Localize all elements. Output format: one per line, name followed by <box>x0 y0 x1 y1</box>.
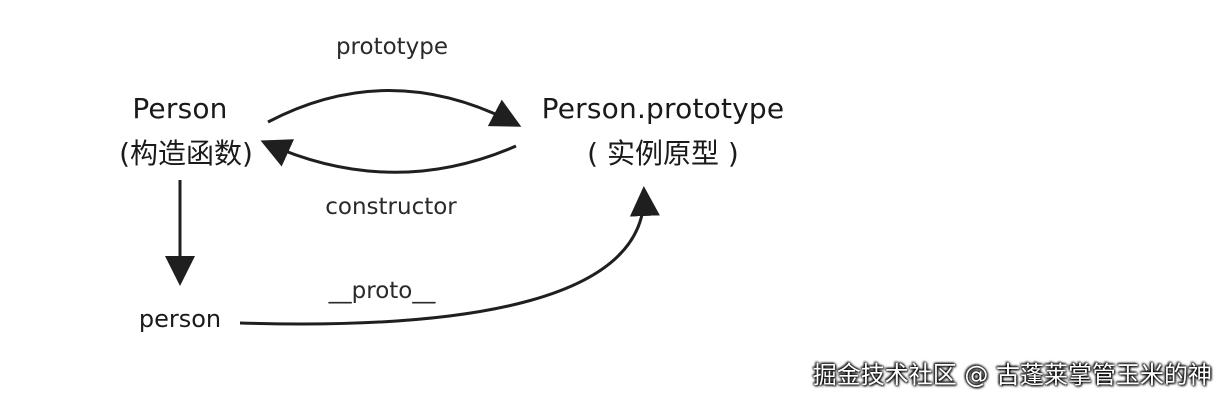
constructor-node-title: Person <box>132 92 228 125</box>
watermark: 掘金技术社区 @ 古蓬莱掌管玉米的神 <box>812 361 1212 389</box>
prototype-edge-label: prototype <box>335 34 449 60</box>
constructor-edge-label: constructor <box>325 194 457 220</box>
prototype-arrow <box>267 89 522 127</box>
prototype-node-title: Person.prototype <box>541 92 785 125</box>
instance-node-title: person <box>138 305 222 333</box>
constructor-node-subtitle: (构造函数) <box>119 137 253 170</box>
prototype-node-subtitle: ( 实例原型 ) <box>587 137 739 170</box>
proto-edge-label: __proto__ <box>328 278 436 304</box>
proto-arrow <box>239 186 660 326</box>
constructor-arrow <box>260 139 517 174</box>
